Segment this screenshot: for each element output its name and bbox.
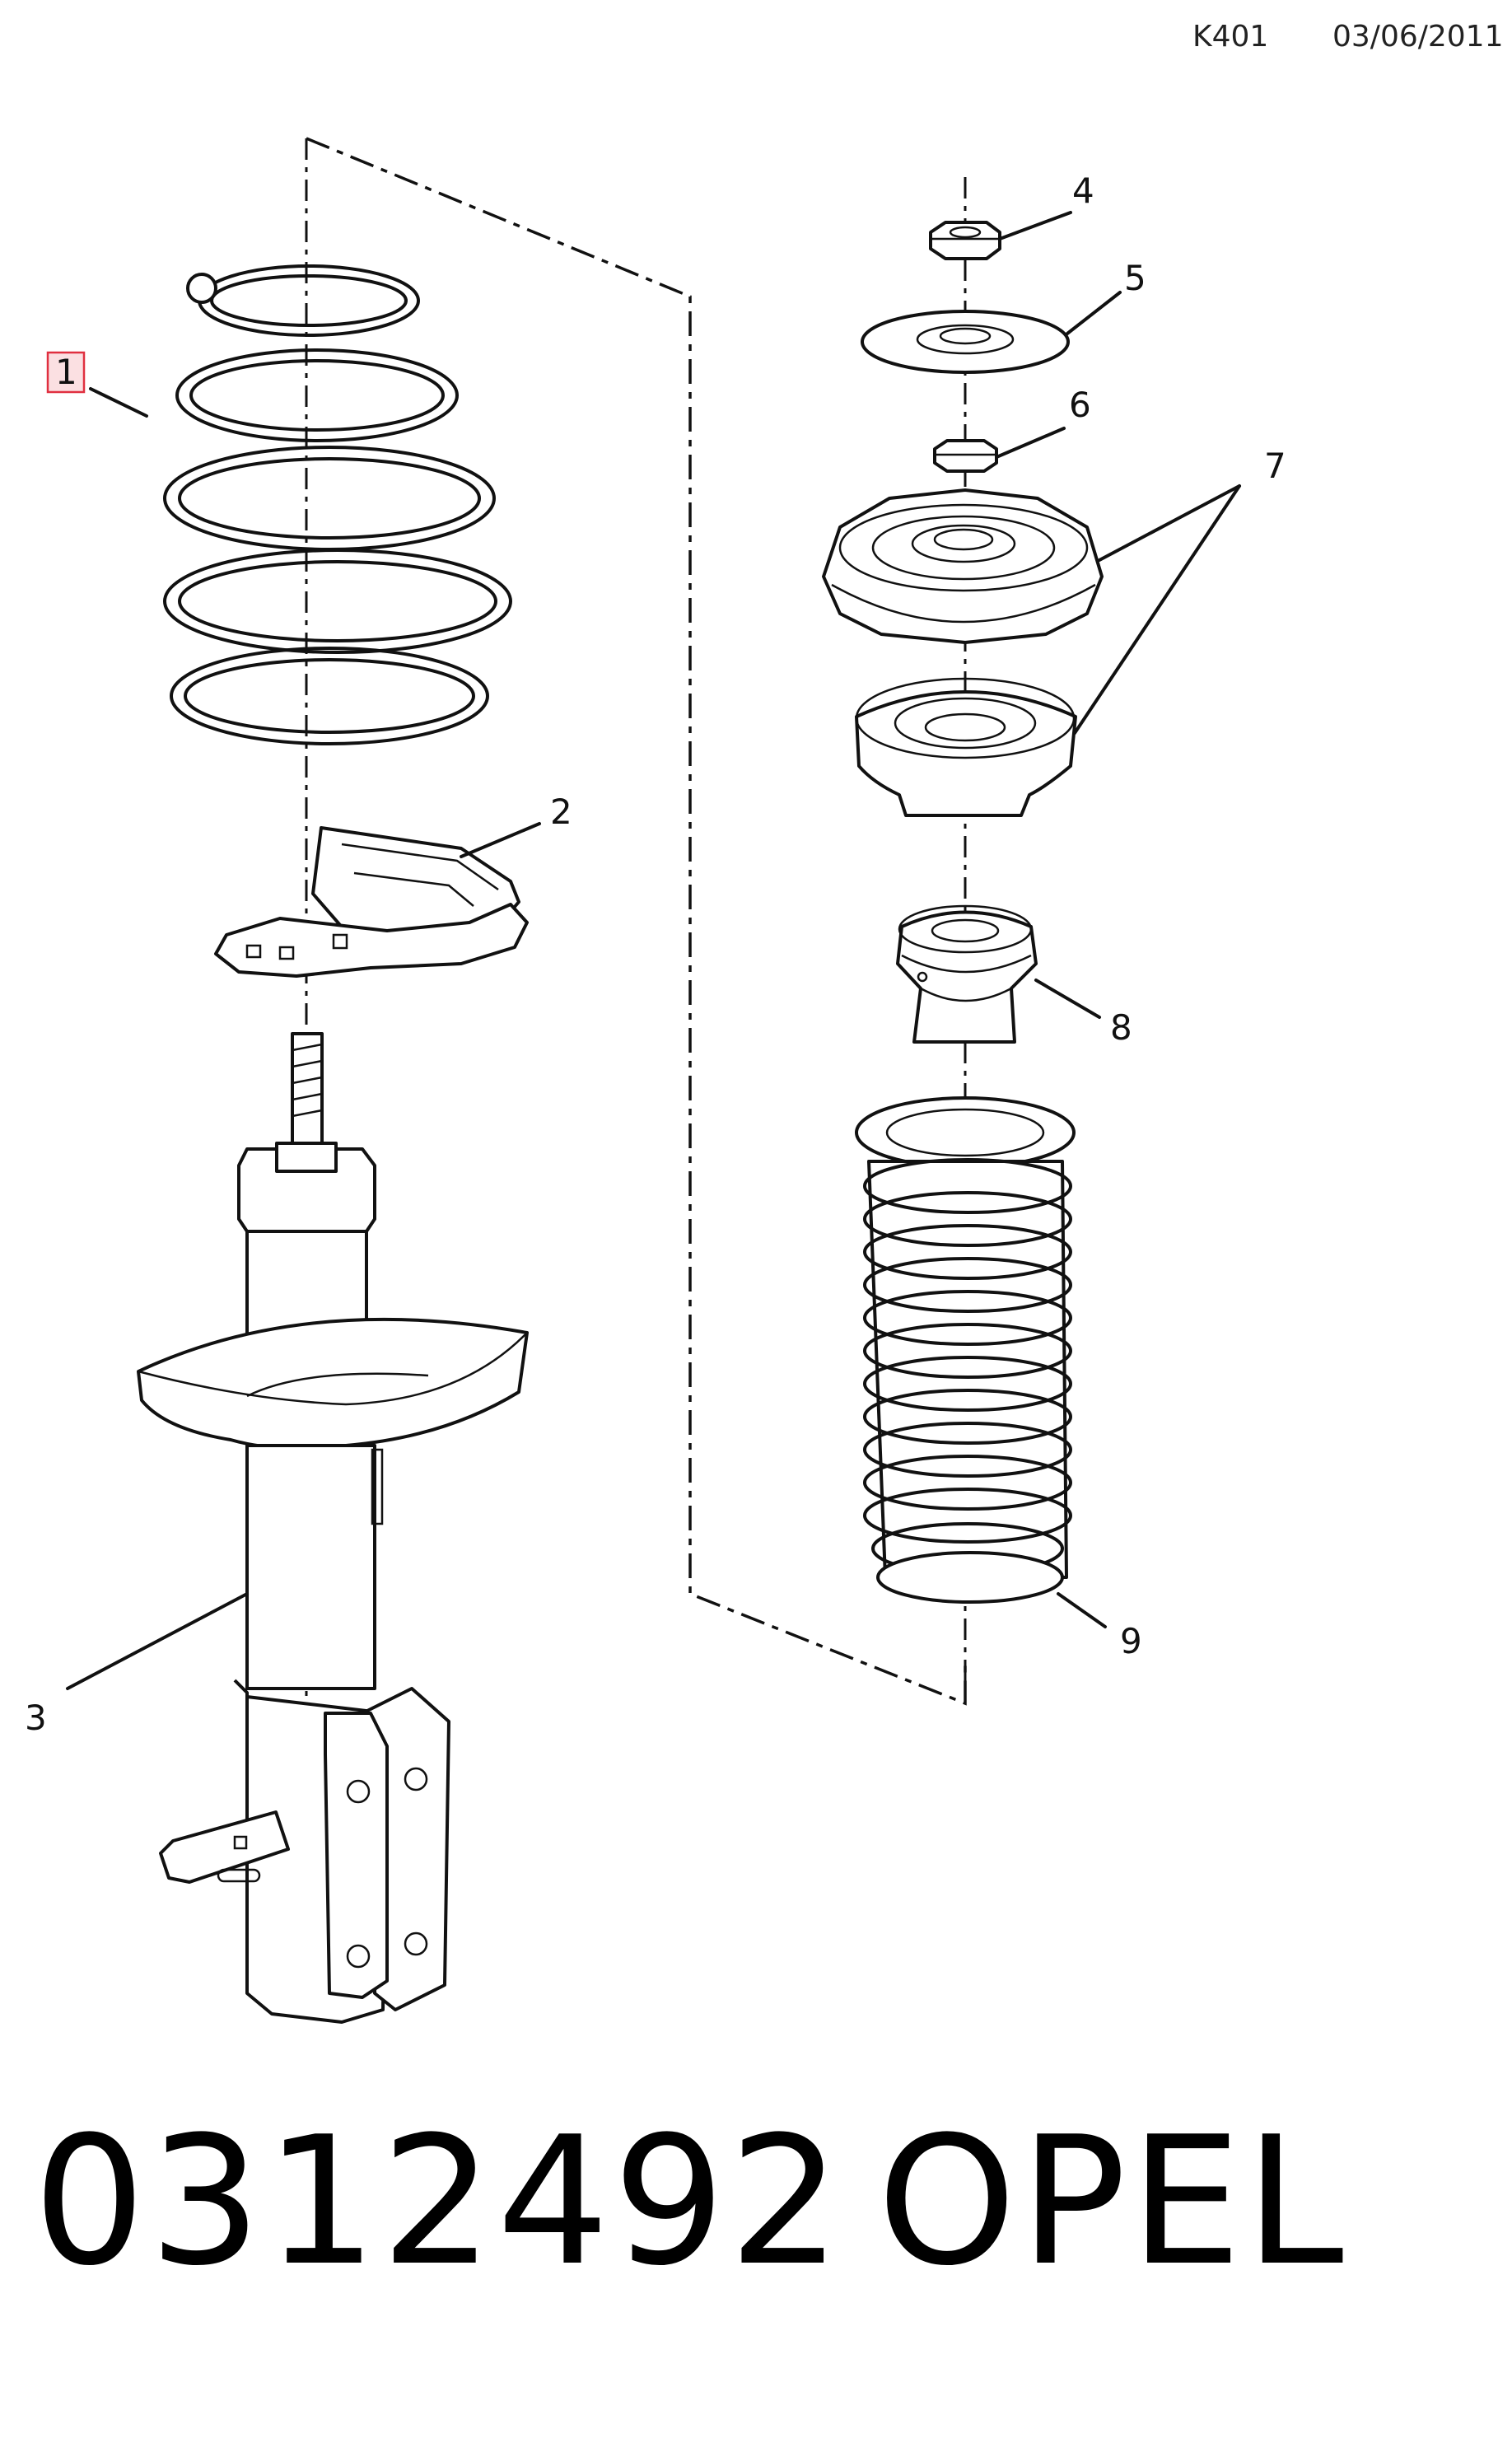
callout-8[interactable]: 8 xyxy=(1110,1007,1132,1048)
strut-mount[interactable] xyxy=(822,488,1104,644)
top-washer[interactable] xyxy=(861,310,1070,374)
strut-assembly[interactable] xyxy=(137,1032,529,2024)
callout-1[interactable]: 1 xyxy=(55,352,77,392)
lock-nut[interactable] xyxy=(933,439,998,473)
callout-7[interactable]: 7 xyxy=(1264,446,1286,486)
brand-name: OPEL xyxy=(877,2098,1347,2305)
upper-spring-seat[interactable] xyxy=(214,826,529,978)
callout-6[interactable]: 6 xyxy=(1069,385,1091,425)
leader-lines xyxy=(66,211,1241,1690)
header-code: K401 xyxy=(1192,20,1269,54)
part-number: 0312492 xyxy=(33,2098,845,2305)
dust-boot[interactable] xyxy=(855,1096,1076,1604)
callout-2[interactable]: 2 xyxy=(550,792,572,832)
callout-1-highlight xyxy=(46,351,86,394)
callout-3[interactable]: 3 xyxy=(25,1698,47,1738)
strut-bearing[interactable] xyxy=(855,677,1077,817)
top-nut[interactable] xyxy=(929,221,1001,260)
callout-9[interactable]: 9 xyxy=(1120,1621,1142,1661)
coil-spring[interactable] xyxy=(163,264,512,745)
bump-stop[interactable] xyxy=(896,904,1038,1044)
callout-5[interactable]: 5 xyxy=(1124,258,1146,298)
callout-4[interactable]: 4 xyxy=(1072,170,1094,211)
header-date: 03/06/2011 xyxy=(1332,20,1504,54)
